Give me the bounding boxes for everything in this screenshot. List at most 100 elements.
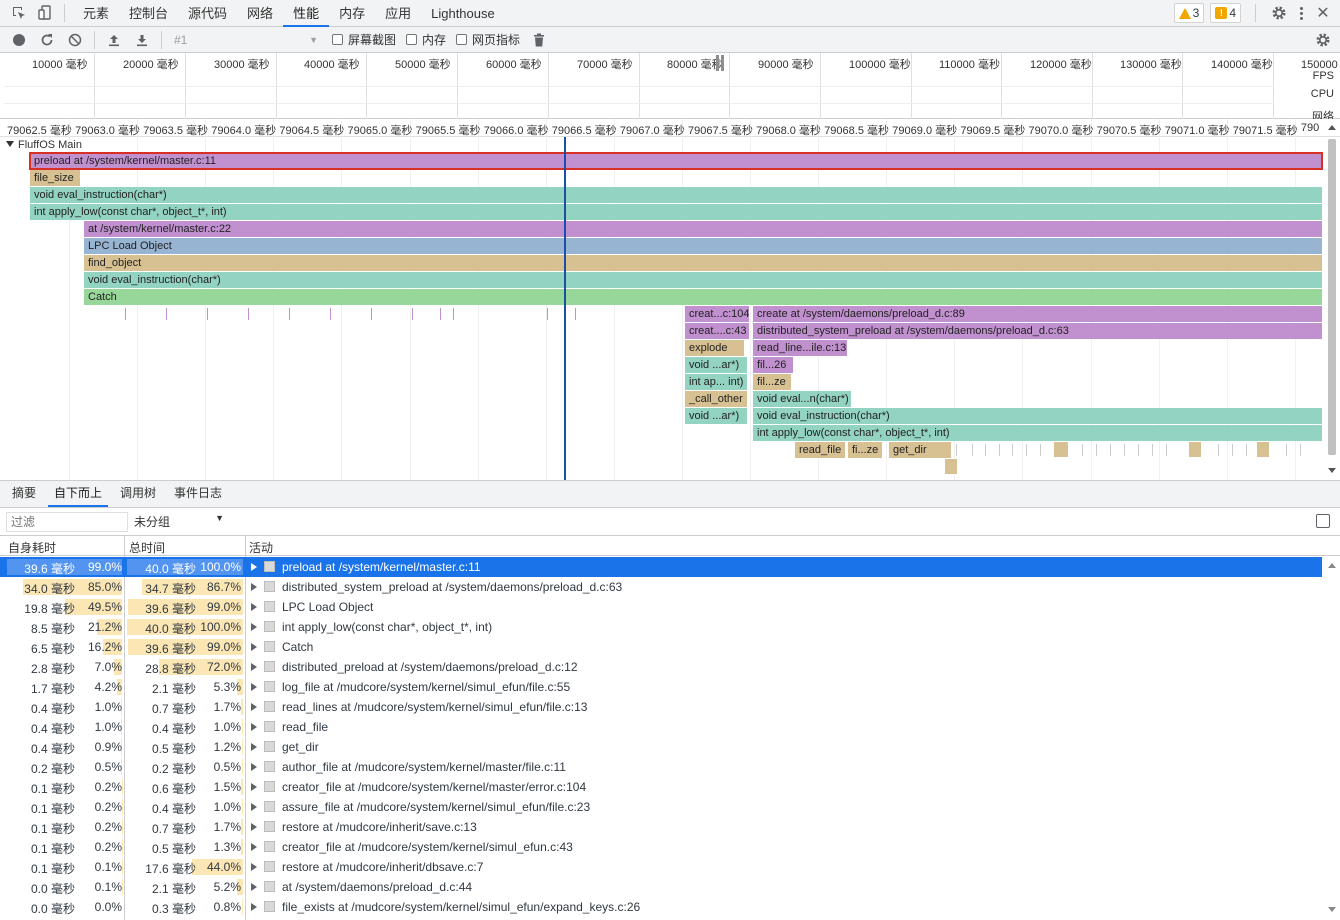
flame-bar[interactable]: void eval_instruction(char*): [753, 408, 1322, 424]
expand-triangle-icon[interactable]: [251, 823, 257, 831]
flame-bar[interactable]: file_size: [30, 170, 80, 186]
profile-select[interactable]: #1 ▼: [170, 30, 322, 50]
issues-badge[interactable]: ! 4: [1210, 3, 1241, 23]
flame-event-mark[interactable]: [547, 308, 548, 320]
expand-triangle-icon[interactable]: [251, 903, 257, 911]
flame-bar[interactable]: Catch: [84, 289, 1322, 305]
flame-bar[interactable]: find_object: [84, 255, 1322, 271]
expand-triangle-icon[interactable]: [251, 743, 257, 751]
flame-bar[interactable]: void eval_instruction(char*): [84, 272, 1322, 288]
screenshots-checkbox[interactable]: 屏幕截图: [332, 31, 396, 48]
collect-garbage-button[interactable]: [528, 29, 550, 51]
expand-triangle-icon[interactable]: [251, 703, 257, 711]
tab-memory[interactable]: 内存: [339, 5, 366, 21]
flame-event-mark[interactable]: [330, 308, 331, 320]
record-button[interactable]: [8, 29, 30, 51]
expand-triangle-icon[interactable]: [251, 583, 257, 591]
overview-window-handle-right[interactable]: [721, 55, 724, 71]
flame-event-mark[interactable]: [1152, 444, 1153, 456]
flame-event-mark[interactable]: [1166, 444, 1167, 456]
flame-bar[interactable]: preload at /system/kernel/master.c:11: [29, 152, 1323, 170]
filter-input[interactable]: [6, 511, 128, 532]
flame-bar[interactable]: creat...c:104: [685, 306, 749, 322]
flame-event-mark[interactable]: [207, 308, 208, 320]
expand-triangle-icon[interactable]: [251, 603, 257, 611]
expand-triangle-icon[interactable]: [251, 803, 257, 811]
flame-bar-small[interactable]: [945, 459, 957, 474]
tab-elements[interactable]: 元素: [83, 5, 110, 21]
flame-bar-small[interactable]: [1257, 442, 1269, 457]
flame-bar[interactable]: distributed_system_preload at /system/da…: [753, 323, 1322, 339]
expand-triangle-icon[interactable]: [251, 623, 257, 631]
flame-bar[interactable]: fi...ze: [848, 442, 882, 458]
flame-event-mark[interactable]: [575, 308, 576, 320]
flame-event-mark[interactable]: [972, 444, 973, 456]
flame-bar[interactable]: void eval...n(char*): [753, 391, 851, 407]
flame-event-mark[interactable]: [289, 308, 290, 320]
column-total-time[interactable]: 总时间: [129, 541, 166, 555]
flame-bar[interactable]: _call_other: [685, 391, 747, 407]
tab-application[interactable]: 应用: [385, 5, 412, 21]
flame-bar-small[interactable]: [1189, 442, 1201, 457]
flame-bar[interactable]: explode: [685, 340, 744, 356]
flame-event-mark[interactable]: [956, 444, 957, 456]
save-profile-button[interactable]: [131, 29, 153, 51]
flame-bar[interactable]: void ...ar*): [685, 357, 747, 373]
reload-record-button[interactable]: [36, 29, 58, 51]
clear-button[interactable]: [64, 29, 86, 51]
flame-bar[interactable]: at /system/kernel/master.c:22: [84, 221, 1322, 237]
flame-bar[interactable]: fil...ze: [753, 374, 791, 390]
flame-event-mark[interactable]: [453, 308, 454, 320]
scroll-down-arrow-icon[interactable]: [1328, 907, 1336, 912]
warnings-badge[interactable]: 3: [1173, 3, 1205, 23]
expand-triangle-icon[interactable]: [251, 643, 257, 651]
flame-bar[interactable]: get_dir: [889, 442, 951, 458]
flame-event-mark[interactable]: [1246, 444, 1247, 456]
flame-event-mark[interactable]: [1286, 444, 1287, 456]
flame-scrollbar[interactable]: [1328, 139, 1336, 455]
flame-event-mark[interactable]: [371, 308, 372, 320]
expand-triangle-icon[interactable]: [251, 843, 257, 851]
table-scrollbar[interactable]: [1328, 557, 1336, 920]
flame-event-mark[interactable]: [1026, 444, 1027, 456]
scroll-down-arrow-icon[interactable]: [1328, 468, 1336, 473]
expand-triangle-icon[interactable]: [251, 763, 257, 771]
flame-bar-small[interactable]: [1054, 442, 1068, 457]
expand-triangle-icon[interactable]: [251, 563, 257, 571]
web-vitals-checkbox[interactable]: 网页指标: [456, 31, 520, 48]
flame-bar[interactable]: creat....c:43: [685, 323, 749, 339]
flame-event-mark[interactable]: [1300, 444, 1301, 456]
flame-bar[interactable]: LPC Load Object: [84, 238, 1322, 254]
flame-event-mark[interactable]: [412, 308, 413, 320]
flame-bar[interactable]: void eval_instruction(char*): [30, 187, 1322, 203]
flame-event-mark[interactable]: [1218, 444, 1219, 456]
toggle-sidebar-icon[interactable]: [1316, 514, 1330, 528]
tab-bottom-up[interactable]: 自下而上: [48, 480, 109, 507]
flame-event-mark[interactable]: [1138, 444, 1139, 456]
flame-bar[interactable]: int apply_low(const char*, object_t*, in…: [753, 425, 1322, 441]
column-activity[interactable]: 活动: [249, 541, 274, 555]
device-toolbar-icon[interactable]: [34, 2, 56, 24]
grouping-select[interactable]: 未分组 ▼: [134, 513, 224, 530]
flame-event-mark[interactable]: [1110, 444, 1111, 456]
flame-event-mark[interactable]: [1232, 444, 1233, 456]
flame-event-mark[interactable]: [999, 444, 1000, 456]
scroll-up-arrow-icon[interactable]: [1328, 563, 1336, 568]
flame-bar[interactable]: void ...ar*): [685, 408, 747, 424]
tab-event-log[interactable]: 事件日志: [174, 486, 223, 500]
flame-event-mark[interactable]: [1082, 444, 1083, 456]
flame-event-mark[interactable]: [1124, 444, 1125, 456]
flame-bar[interactable]: read_file: [795, 442, 845, 458]
tab-call-tree[interactable]: 调用树: [120, 486, 157, 500]
